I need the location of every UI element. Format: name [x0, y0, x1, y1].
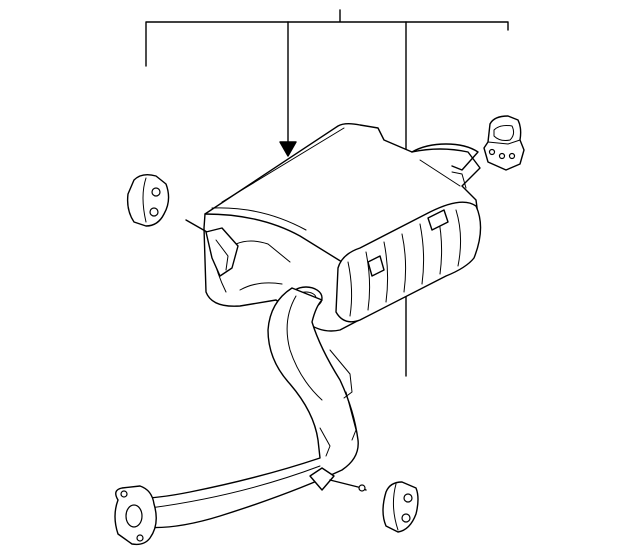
rubber-hanger-left: [126, 173, 170, 227]
shield-slot-2: [427, 209, 449, 231]
hanger-bracket-left: [205, 227, 239, 277]
shield-slot-1: [367, 255, 385, 277]
rod-tip: [358, 484, 366, 492]
intermediate-pipe: [114, 287, 367, 546]
rubber-hanger-top-right: [483, 115, 525, 171]
muffler: [185, 123, 482, 332]
pipe-bracket: [309, 467, 335, 491]
heat-shield: [335, 201, 482, 323]
flange-hole: [125, 504, 143, 528]
rubber-hanger-bottom: [382, 481, 419, 533]
leader-arrow-head: [279, 141, 297, 157]
pipe-body: [125, 287, 359, 529]
